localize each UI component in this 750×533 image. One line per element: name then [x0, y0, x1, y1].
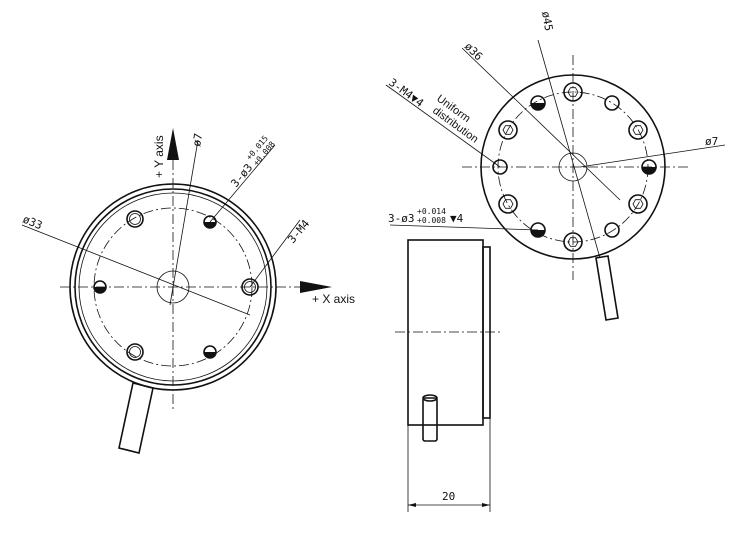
dim-center-dia: ø7: [190, 132, 205, 147]
flange: [482, 246, 491, 419]
x-axis-arrow-icon: [300, 281, 332, 293]
side-view: 20: [395, 239, 500, 512]
front-view: + Y axis + X axis ø7 ø33 3-ø3 +0.015 +0.…: [21, 128, 355, 454]
dim-center-dia: ø7: [705, 135, 718, 148]
holes: [93, 210, 259, 361]
dim-outer-dia: ø45: [539, 10, 555, 32]
dim-bolt-circle: ø36: [462, 40, 485, 63]
svg-text:▼4: ▼4: [450, 212, 464, 225]
dim-bolt-circle: ø33: [21, 213, 44, 232]
dim-pin-holes: 3-ø3 +0.015 +0.008: [228, 134, 277, 190]
pins: [492, 95, 657, 238]
body: [407, 239, 484, 426]
y-axis-arrow-icon: [167, 128, 179, 160]
svg-text:3-ø3: 3-ø3: [388, 212, 415, 225]
dim-threads: 3-M4▼4: [386, 76, 426, 110]
pin: [422, 397, 438, 442]
dim-threads: 3-M4: [285, 217, 312, 246]
y-axis-label: + Y axis: [152, 135, 166, 178]
svg-text:+0.014: +0.014: [417, 207, 446, 216]
x-axis-label: + X axis: [312, 292, 355, 306]
cable: [595, 255, 619, 321]
svg-text:+0.008: +0.008: [417, 216, 446, 225]
svg-text:3-ø3: 3-ø3: [228, 161, 255, 190]
top-view: ø45 ø36 3-M4▼4 Uniform distribution ø7 3…: [385, 10, 726, 321]
dim-height: 20: [442, 490, 455, 503]
dim-pin-holes: 3-ø3 +0.014 +0.008 ▼4: [388, 207, 464, 225]
hex-bolts: [498, 82, 648, 252]
cable: [118, 382, 154, 454]
